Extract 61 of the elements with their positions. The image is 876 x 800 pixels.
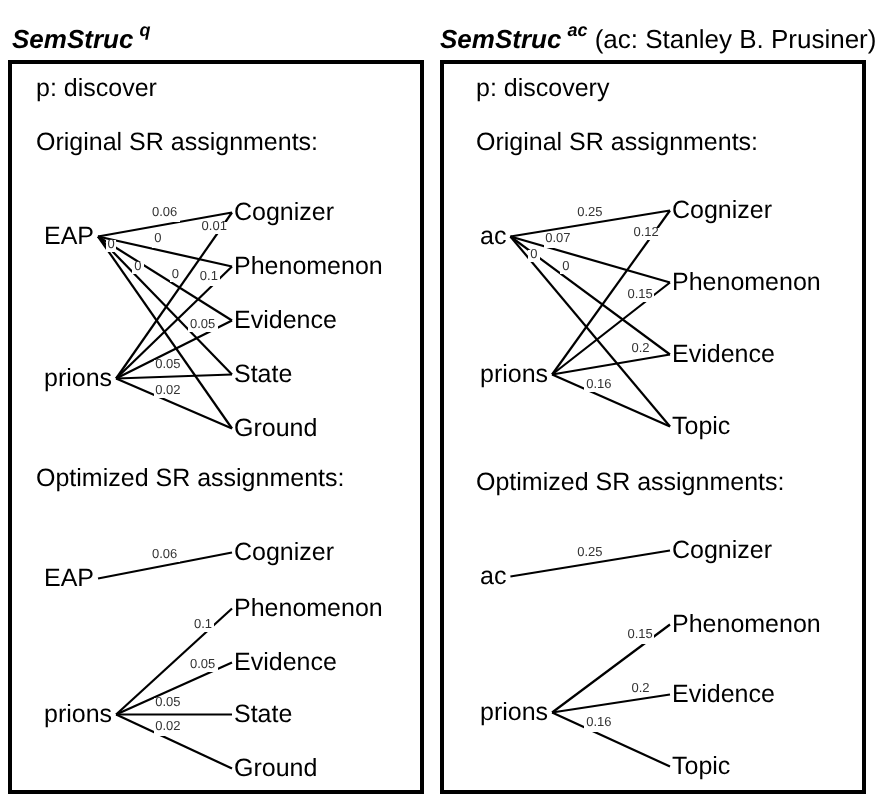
connector-line [551, 209, 671, 376]
panel-heading: SemStruc$^{q}$ [12, 22, 151, 52]
node-label: EAP [44, 224, 95, 249]
connector-line [97, 235, 233, 376]
node-label: ac [480, 564, 507, 589]
connector-line [510, 235, 671, 284]
panel-heading: SemStruc$^{ac}$ (ac: Stanley B. Prusiner) [440, 22, 876, 52]
connector-line [115, 607, 233, 716]
node-label: Phenomenon [234, 254, 383, 279]
connector-line [551, 281, 671, 376]
node-label: prions [480, 700, 549, 725]
node-label: Cognizer [672, 538, 773, 563]
node-label: Ground [234, 416, 318, 441]
node-label: Evidence [672, 682, 775, 707]
connector-line [116, 373, 233, 380]
node-label: Topic [672, 754, 731, 779]
connector-line [551, 373, 671, 428]
connector-line [551, 711, 671, 768]
connector-line [551, 623, 671, 714]
node-label: prions [480, 362, 549, 387]
connector-line [115, 265, 233, 380]
node-label: State [234, 702, 293, 727]
connector-line [509, 235, 671, 428]
predicate-text: p: discover [36, 76, 157, 101]
connector-line [97, 235, 233, 430]
connector-line [551, 693, 671, 714]
node-label: prions [44, 366, 113, 391]
connector-line [97, 235, 233, 268]
node-label: State [234, 362, 293, 387]
section-heading: Original SR assignments: [36, 130, 319, 155]
node-label: Topic [672, 414, 731, 439]
node-label: ac [480, 224, 507, 249]
section-heading: Original SR assignments: [476, 130, 759, 155]
node-label: Cognizer [672, 198, 773, 223]
connector-line [115, 713, 233, 770]
connector-line [115, 211, 233, 380]
node-label: Evidence [234, 308, 337, 333]
node-label: EAP [44, 566, 95, 591]
connector-line [116, 713, 232, 716]
predicate-text: p: discovery [476, 76, 610, 101]
node-label: Phenomenon [672, 612, 821, 637]
node-label: Evidence [672, 342, 775, 367]
connector-line [510, 209, 671, 238]
connector-line [551, 353, 671, 376]
connector-line [97, 211, 233, 238]
node-label: Cognizer [234, 200, 335, 225]
connector-line [115, 319, 233, 380]
node-label: Evidence [234, 650, 337, 675]
connector-line [97, 235, 233, 322]
connector-line [115, 377, 233, 430]
connector-line [115, 661, 233, 716]
node-label: Phenomenon [672, 270, 821, 295]
node-label: prions [44, 702, 113, 727]
section-heading: Optimized SR assignments: [36, 466, 345, 491]
connector-line [510, 549, 671, 578]
section-heading: Optimized SR assignments: [476, 470, 785, 495]
connector-line [97, 551, 233, 580]
connector-line [509, 235, 671, 356]
node-label: Phenomenon [234, 596, 383, 621]
node-label: Ground [234, 756, 318, 781]
node-label: Cognizer [234, 540, 335, 565]
